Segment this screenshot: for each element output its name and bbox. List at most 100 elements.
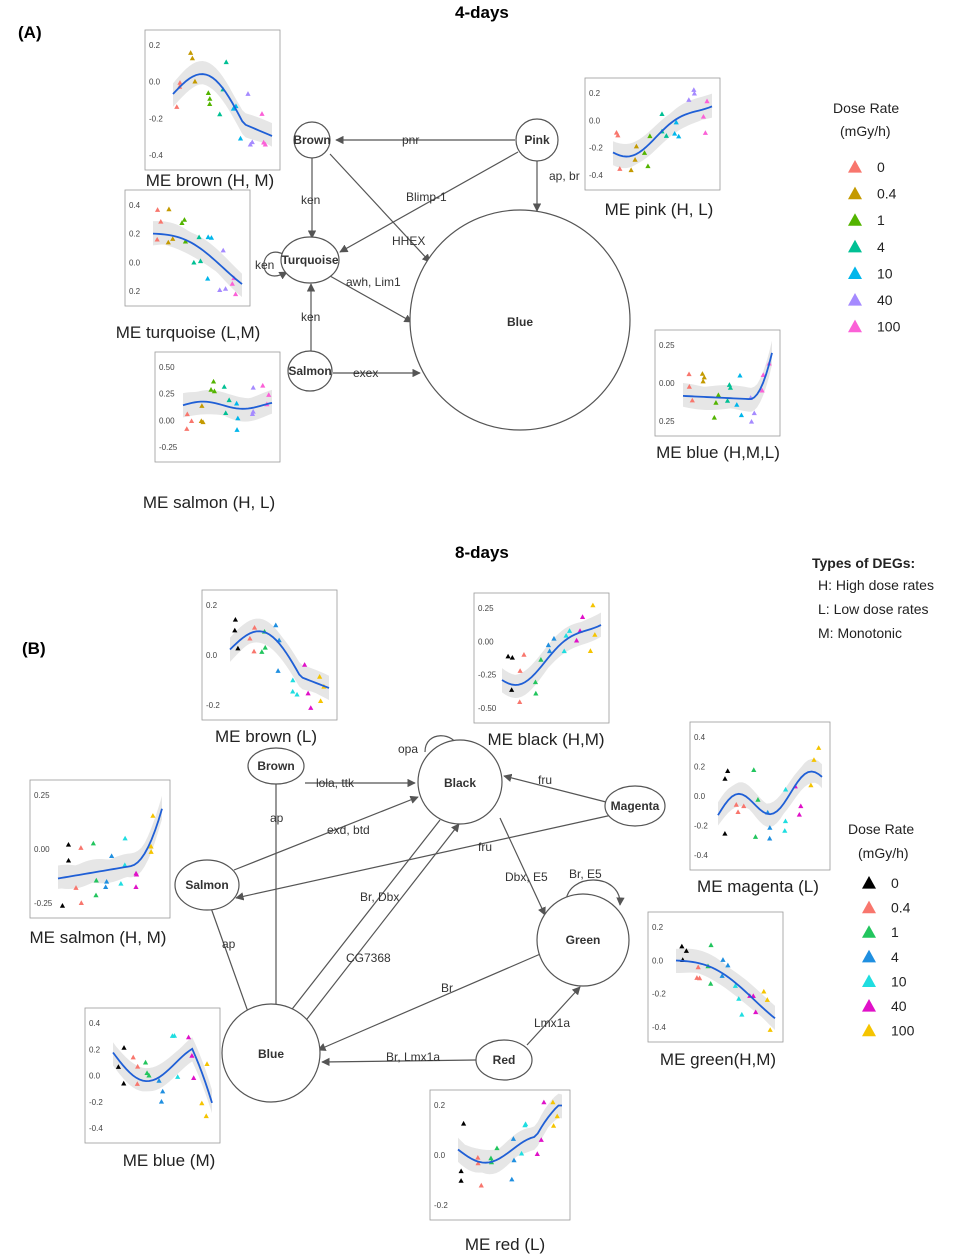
- data-point: [273, 622, 279, 628]
- deg-type-l: L: Low dose rates: [818, 601, 929, 617]
- data-point: [135, 1063, 141, 1069]
- data-point: [550, 1099, 556, 1105]
- data-point: [534, 1151, 540, 1156]
- node-label-magenta-b: Magenta: [611, 799, 660, 813]
- node-brown-a: [293, 121, 331, 159]
- data-point: [232, 616, 239, 622]
- y-tick-label: 0.00: [659, 379, 675, 388]
- y-tick-label: -0.4: [89, 1124, 103, 1133]
- data-point: [541, 1099, 547, 1105]
- data-point: [104, 878, 110, 884]
- data-point: [563, 632, 569, 638]
- data-point: [90, 840, 96, 846]
- data-point: [659, 111, 665, 117]
- legend-label-4: 4: [877, 239, 885, 255]
- data-point: [154, 236, 160, 242]
- plot-caption: ME blue (M): [123, 1151, 216, 1170]
- b-plot-magenta: 0.40.20.0-0.2-0.4ME magenta (L): [689, 721, 831, 896]
- legend-swatch-40: [848, 293, 862, 306]
- y-tick-label: -0.2: [694, 822, 708, 831]
- data-point: [234, 400, 240, 406]
- y-tick-label: 0.4: [694, 733, 706, 742]
- edge-label-exex: exex: [353, 366, 378, 380]
- data-point: [175, 1074, 181, 1079]
- data-point: [725, 768, 731, 773]
- y-tick-label: 0.4: [89, 1019, 101, 1028]
- legend-label-1: 1: [877, 212, 885, 228]
- data-point: [732, 983, 739, 988]
- data-point: [294, 691, 300, 697]
- plot-caption: ME pink (H, L): [605, 200, 714, 219]
- data-point: [217, 287, 223, 293]
- y-tick-label: 0.2: [129, 287, 141, 296]
- data-point: [148, 843, 154, 849]
- data-point: [198, 418, 204, 424]
- data-point: [133, 884, 139, 889]
- data-point: [783, 786, 789, 792]
- legend-label-10: 10: [891, 973, 907, 989]
- data-point: [197, 258, 204, 264]
- plot-caption: ME brown (H, M): [146, 171, 274, 190]
- data-point: [699, 371, 706, 376]
- y-tick-label: 0.2: [694, 763, 706, 772]
- legend-swatch-100: [862, 1023, 876, 1037]
- data-point: [736, 996, 742, 1001]
- data-point: [302, 662, 308, 667]
- data-point: [177, 80, 183, 85]
- data-point: [550, 1123, 557, 1128]
- data-point: [251, 648, 257, 654]
- trend-line: [717, 770, 823, 816]
- confidence-band: [718, 758, 822, 828]
- trend-line: [682, 352, 773, 400]
- data-point: [708, 942, 714, 948]
- data-point: [65, 857, 72, 863]
- node-label-salmon-a: Salmon: [288, 364, 331, 378]
- data-point: [816, 745, 822, 750]
- node-black-b: [417, 739, 503, 825]
- data-point: [645, 163, 651, 169]
- edge-label-awh-lim1: awh, Lim1: [346, 275, 401, 289]
- data-point: [184, 411, 190, 417]
- y-tick-label: 0.0: [652, 956, 664, 965]
- edge-label-br-lmx1a: Br, Lmx1a: [386, 1050, 440, 1064]
- data-point: [701, 374, 707, 380]
- node-pink-a: [515, 118, 559, 162]
- y-tick-label: -0.2: [149, 114, 163, 123]
- data-point: [615, 132, 621, 138]
- edge-pink-turquoise: [339, 151, 519, 253]
- y-tick-label: -0.25: [34, 899, 53, 908]
- plot-caption: ME turquoise (L,M): [116, 323, 261, 342]
- data-point: [691, 87, 697, 92]
- data-point: [505, 653, 511, 659]
- data-point: [308, 705, 314, 710]
- data-point: [245, 91, 251, 96]
- node-green-b: [536, 893, 630, 987]
- data-point: [808, 782, 814, 788]
- deg-types: Types of DEGs: H: High dose rates L: Low…: [812, 555, 934, 641]
- data-point: [59, 903, 66, 908]
- data-point: [189, 1053, 195, 1058]
- data-point: [134, 1081, 140, 1086]
- plot-caption: ME brown (L): [215, 727, 317, 746]
- data-point: [510, 1136, 517, 1141]
- data-point: [475, 1154, 481, 1160]
- edge-label-ap-1: ap: [270, 811, 284, 825]
- edge-label-cg7368: CG7368: [346, 951, 391, 965]
- y-tick-label: 0.4: [129, 201, 141, 210]
- a-plot-pink: 0.20.0-0.2-0.4ME pink (H, L): [584, 77, 721, 219]
- data-point: [160, 1088, 166, 1094]
- deg-type-h: H: High dose rates: [818, 577, 934, 593]
- data-point: [142, 1059, 149, 1065]
- data-point: [226, 397, 232, 403]
- legend-a-title-2: (mGy/h): [840, 123, 891, 139]
- y-tick-label: 0.2: [589, 89, 601, 98]
- data-point: [738, 412, 745, 418]
- plot-caption: ME red (L): [465, 1235, 545, 1254]
- data-point: [488, 1155, 494, 1161]
- data-point: [150, 813, 156, 818]
- data-point: [617, 166, 623, 171]
- legend-swatch-1: [848, 213, 862, 226]
- data-point: [725, 962, 731, 968]
- data-point: [109, 853, 115, 859]
